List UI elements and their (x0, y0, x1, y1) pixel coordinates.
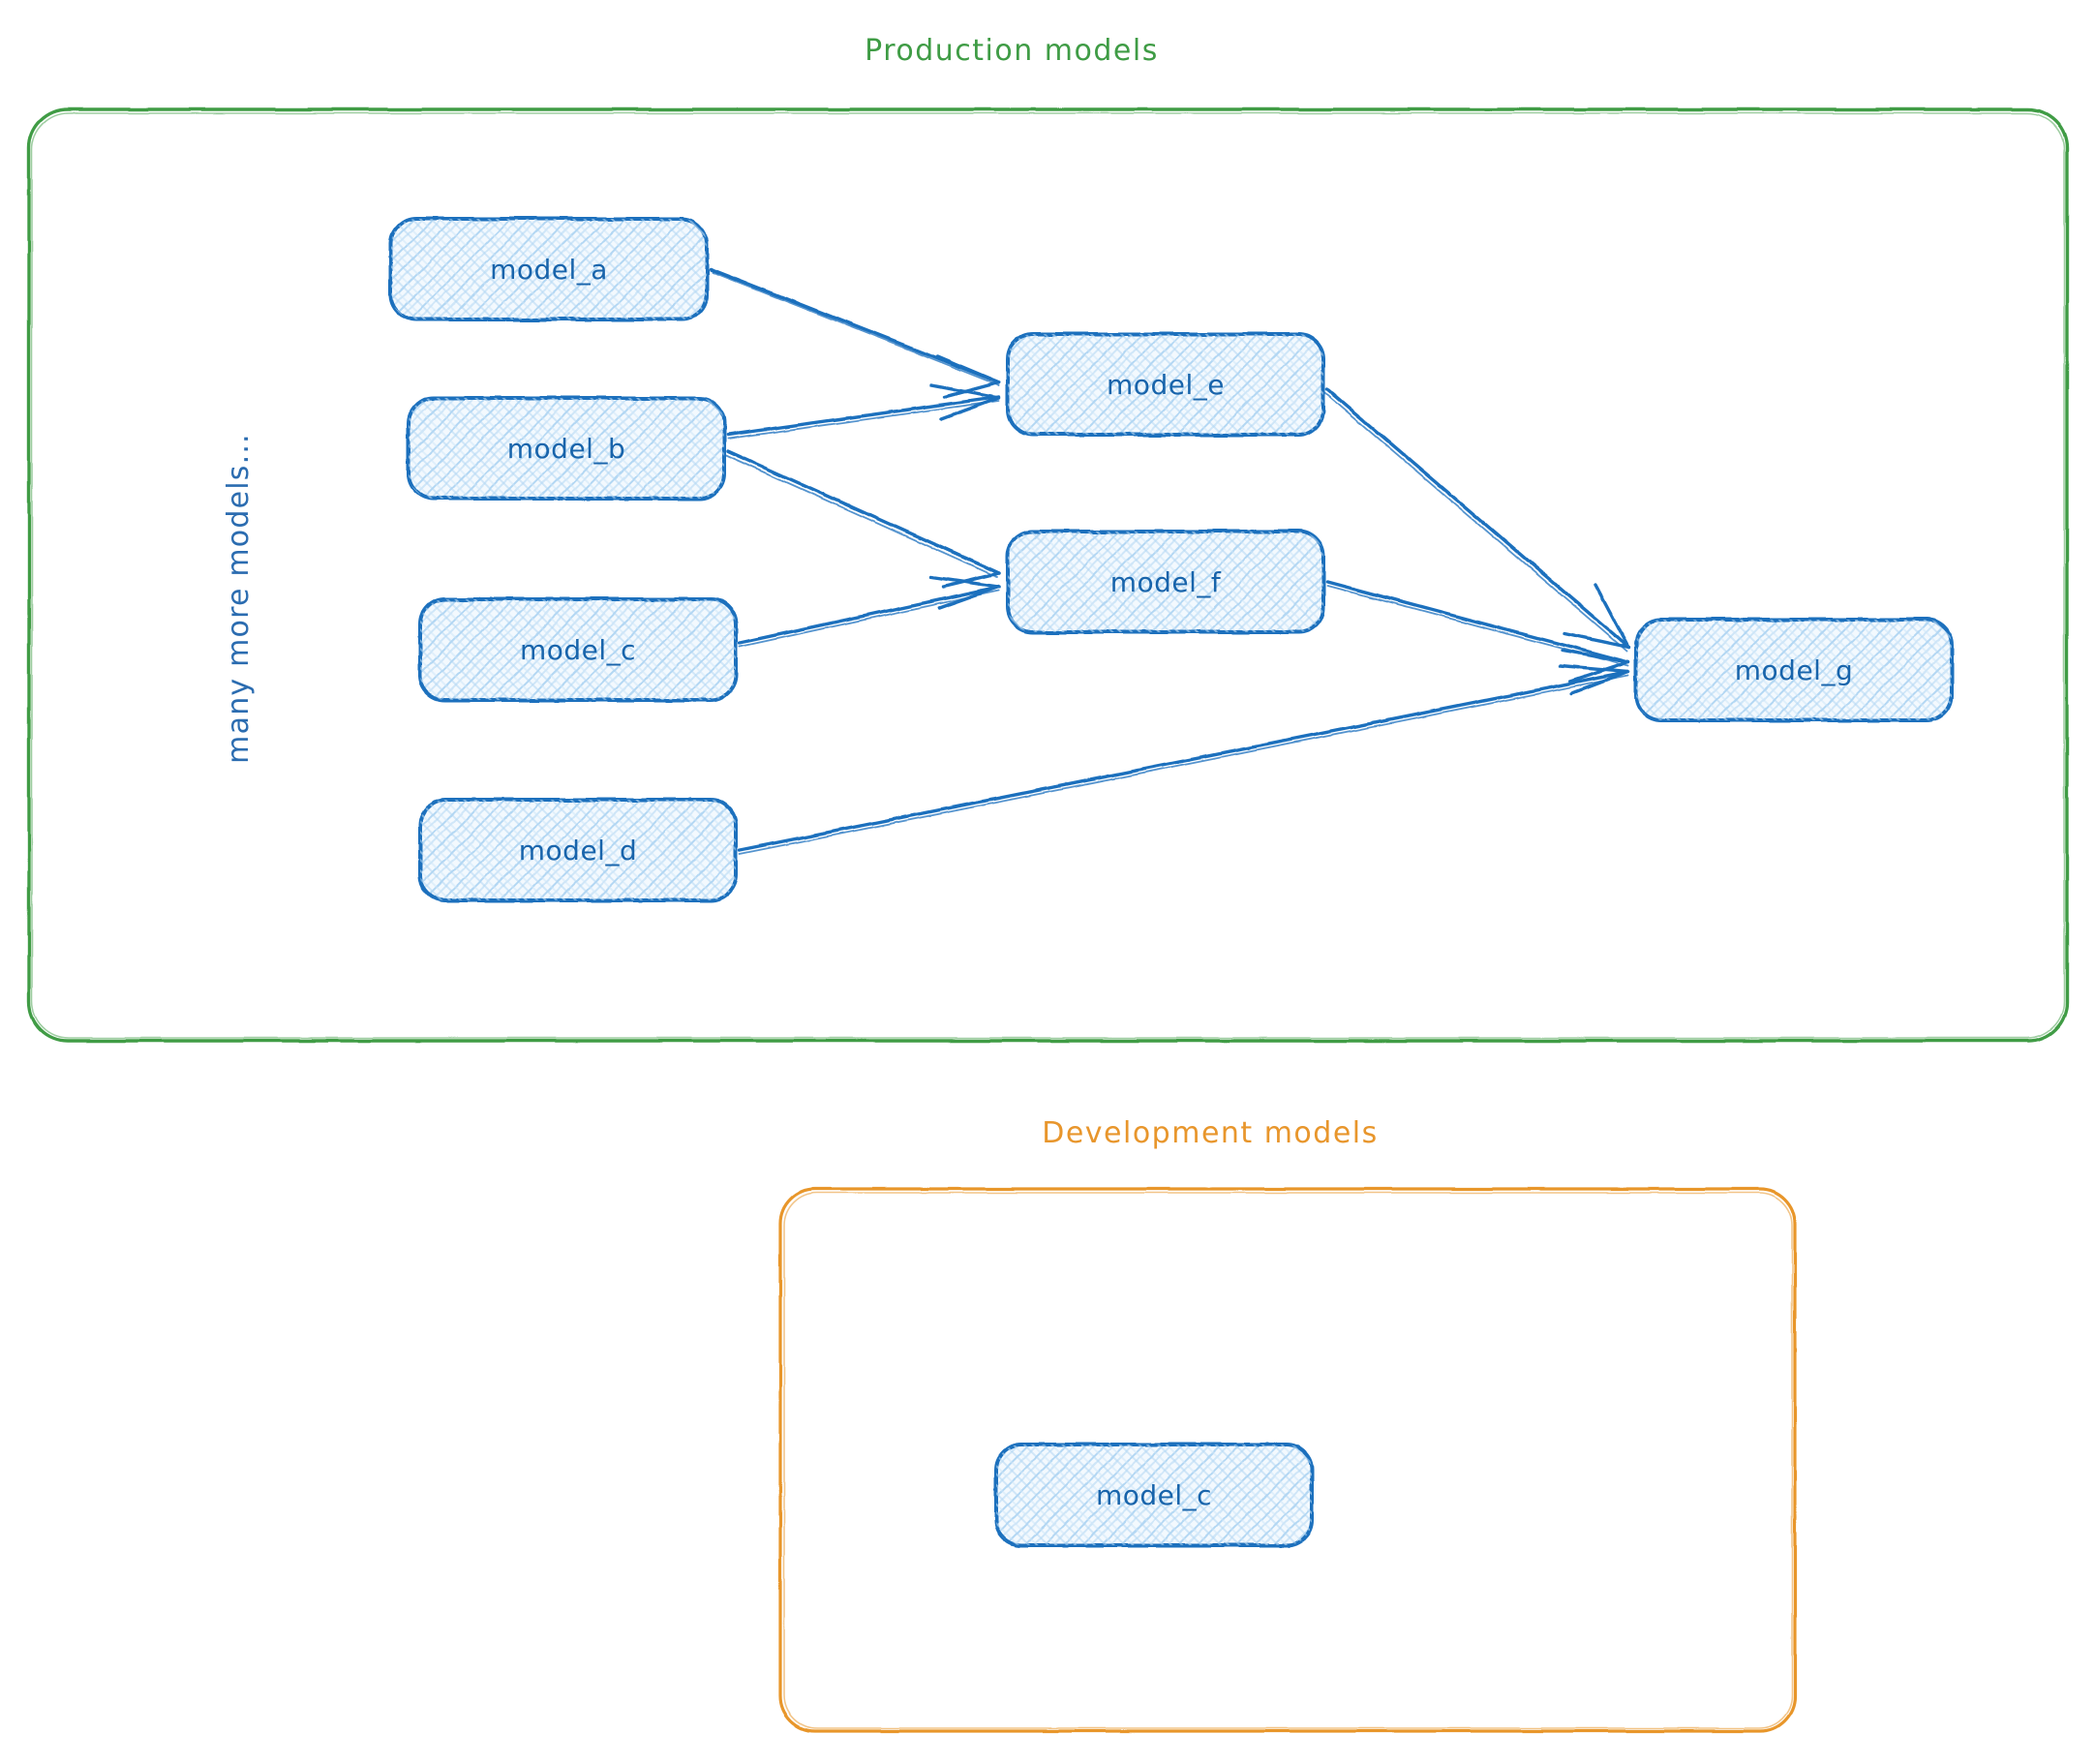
node-model-a-label: model_a (490, 254, 608, 286)
node-model-b-hatch-overlay (409, 398, 724, 499)
node-model-f-hatch-overlay (1008, 532, 1323, 632)
edge-model-d-to-model-g (738, 664, 1630, 855)
many-more-models-label: many more models... (222, 433, 256, 764)
node-model-f[interactable]: model_f (1006, 530, 1325, 634)
node-model-c-production[interactable]: model_c (418, 597, 738, 702)
node-model-b[interactable]: model_b (407, 396, 726, 501)
nodes-layer: model_a model_b model_c model_d mode (389, 217, 1954, 1547)
group-container-production (27, 107, 2069, 1043)
production-group-title: Production models (865, 34, 1159, 68)
edge-model-f-to-model-g (1325, 580, 1630, 684)
edge-model-b-to-model-e (726, 383, 1001, 440)
group-container-development (778, 1187, 1797, 1733)
node-model-c-development-hatch-overlay (996, 1445, 1312, 1545)
edge-model-e-to-model-g (1324, 387, 1630, 652)
node-model-g-label: model_g (1735, 654, 1853, 686)
node-model-a-hatch-overlay (391, 219, 707, 319)
node-model-a[interactable]: model_a (389, 217, 709, 321)
node-model-f-label: model_f (1110, 566, 1222, 598)
edges-layer (709, 267, 1630, 855)
production-group-box-second-stroke (31, 112, 2065, 1039)
node-model-c-development-label: model_c (1096, 1479, 1212, 1511)
node-model-b-label: model_b (507, 433, 625, 465)
production-group-box (27, 107, 2069, 1043)
development-group-box (778, 1187, 1797, 1733)
development-group-box-second-stroke (783, 1192, 1793, 1729)
node-model-c-production-label: model_c (520, 634, 636, 666)
node-model-d-hatch-overlay (420, 800, 736, 900)
development-group-title: Development models (1042, 1116, 1379, 1150)
node-model-e-hatch-overlay (1008, 334, 1323, 435)
node-model-c-development[interactable]: model_c (994, 1443, 1314, 1547)
node-model-d-label: model_d (519, 835, 637, 867)
edge-model-b-to-model-f (725, 449, 1001, 589)
node-model-e-label: model_e (1107, 369, 1225, 401)
node-model-c-production-hatch-overlay (420, 599, 736, 700)
node-model-g[interactable]: model_g (1634, 618, 1954, 722)
node-model-g-hatch-overlay (1636, 620, 1952, 720)
node-model-d[interactable]: model_d (418, 798, 738, 902)
edge-model-a-to-model-e (709, 267, 1001, 399)
node-model-e[interactable]: model_e (1006, 332, 1325, 437)
edge-model-c-to-model-f (738, 575, 1001, 648)
